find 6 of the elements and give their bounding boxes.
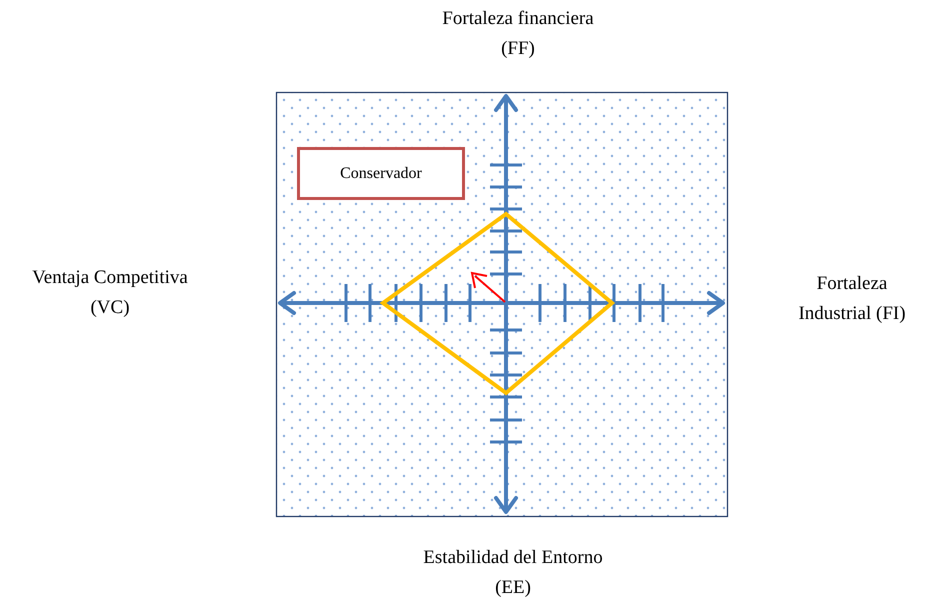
axis-label: Fortaleza financiera (FF)	[441, 7, 595, 61]
axis-label: Ventaja Competitiva (VC)	[31, 266, 189, 320]
strategy-box	[297, 147, 465, 200]
axis-label: Fortaleza Industrial (FI)	[797, 272, 907, 326]
box-label: Conservador	[340, 164, 422, 182]
axis-label: Estabilidad del Entorno (EE)	[422, 546, 604, 600]
